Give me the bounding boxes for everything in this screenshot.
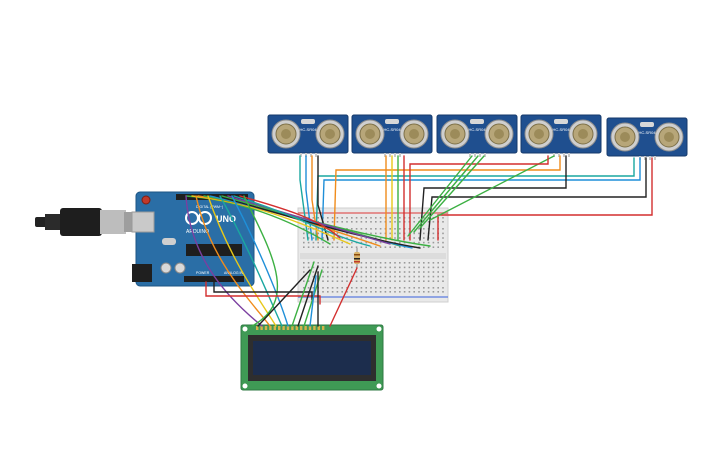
wire-green-sensor4: [429, 155, 555, 221]
reset-button[interactable]: [141, 195, 151, 205]
resistor[interactable]: [354, 248, 360, 268]
usb-cable: [35, 208, 134, 236]
sensor-label: HC-SR04: [552, 127, 570, 132]
ultrasonic-sensor-1[interactable]: HC-SR04: [267, 114, 349, 157]
arduino-model-label: UNO: [216, 214, 236, 224]
wire-green-sensor3b: [413, 155, 479, 233]
wires: [185, 155, 653, 327]
ultrasonic-sensor-5[interactable]: HC-SR04: [606, 117, 688, 160]
lcd-16x2-display[interactable]: [240, 324, 384, 391]
wire-black-sensor5: [427, 157, 647, 241]
lcd-screen: [253, 341, 371, 375]
wire-teal-sensor5: [315, 157, 635, 241]
wire-red-sensor4: [409, 155, 549, 241]
wire-orange-sensor4: [333, 155, 561, 241]
wire-blue-sensor5: [321, 157, 641, 241]
wire-red-sensor5: [437, 157, 653, 241]
lcd-header-pins: [256, 326, 325, 330]
sensor-label: HC-SR04: [299, 127, 317, 132]
arduino-analog-label: ANALOG IN: [224, 271, 244, 275]
sensor-label: HC-SR04: [468, 127, 486, 132]
arduino-uno-board[interactable]: UNO ARDUINO DIGITAL (PWM~) POWER ANALOG …: [131, 191, 255, 287]
ultrasonic-sensor-4[interactable]: HC-SR04: [520, 114, 602, 157]
arduino-digital-label: DIGITAL (PWM~): [196, 205, 223, 209]
sensor-label: HC-SR04: [383, 127, 401, 132]
wire-black-sensor4: [419, 155, 567, 241]
ultrasonic-sensor-2[interactable]: HC-SR04: [351, 114, 433, 157]
wire-green-sensor3a: [419, 155, 485, 229]
arduino-brand-label: ARDUINO: [186, 229, 209, 235]
arduino-power-label: POWER: [196, 271, 210, 275]
arduino-logo-icon: [185, 211, 212, 225]
sensor-label: HC-SR04: [638, 130, 656, 135]
wire-green-sensor3c: [407, 155, 473, 237]
ultrasonic-sensor-3[interactable]: HC-SR04: [436, 114, 518, 157]
